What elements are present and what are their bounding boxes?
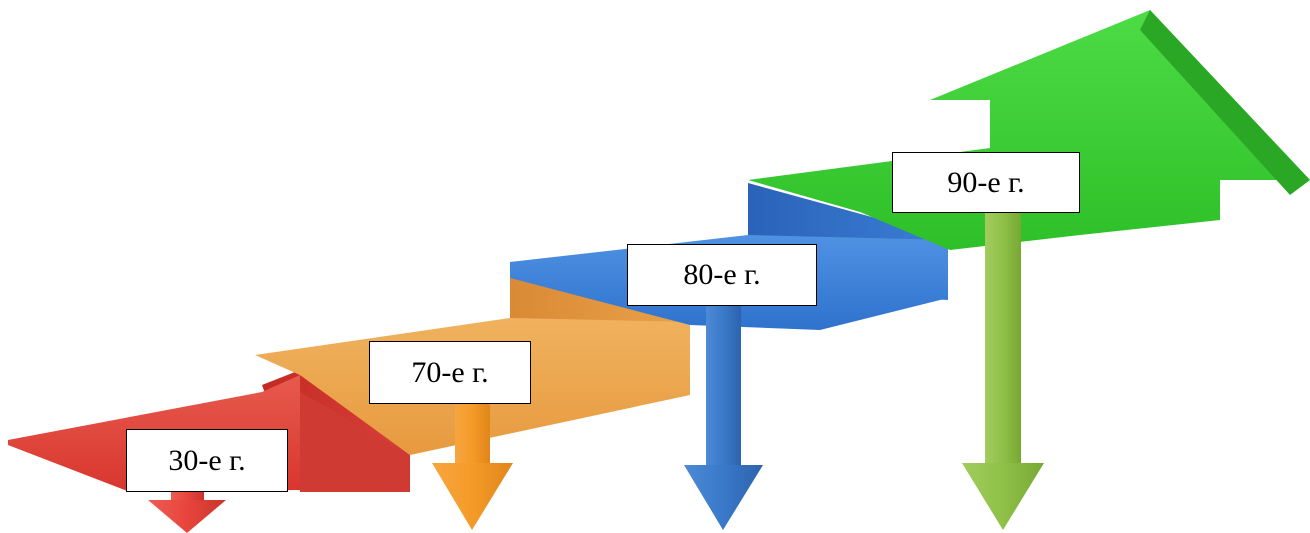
decade-label-30s: 30-е г.	[126, 429, 288, 492]
decade-label-text: 90-е г.	[947, 165, 1025, 199]
decade-label-text: 30-е г.	[168, 443, 246, 477]
step-red-front	[300, 392, 410, 492]
decade-label-text: 70-е г.	[411, 355, 489, 389]
decade-label-70s: 70-е г.	[369, 341, 531, 404]
arrow-red	[148, 490, 226, 533]
arrow-orange	[432, 403, 513, 530]
step-green-arrowhead-side	[1140, 10, 1310, 195]
decade-label-90s: 90-е г.	[892, 152, 1080, 213]
arrow-blue	[684, 303, 763, 530]
decade-label-80s: 80-е г.	[627, 244, 817, 306]
step-green	[748, 10, 1310, 250]
arrow-olive	[962, 210, 1044, 530]
decade-label-text: 80-е г.	[683, 258, 761, 291]
step-green-tread	[748, 10, 1310, 250]
